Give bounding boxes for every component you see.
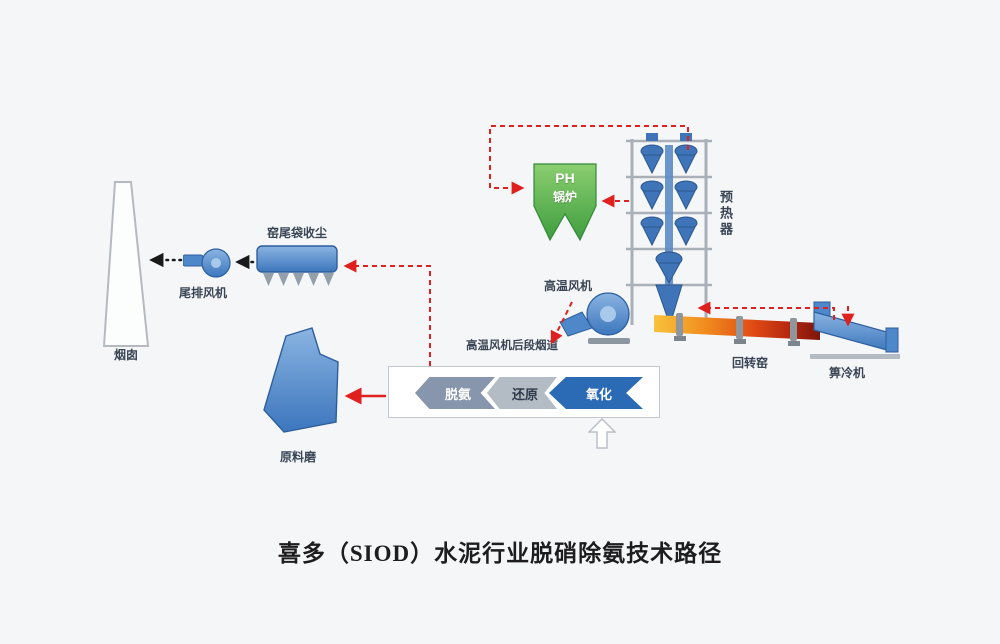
rotary-kiln-label: 回转窑 [731, 356, 768, 370]
up-arrow-icon [588, 418, 616, 449]
bag-filter-label: 窑尾袋收尘 [266, 226, 327, 240]
ph-boiler-line1: PH [555, 170, 575, 186]
arrow-box-to-bagfilter [343, 259, 431, 366]
chimney-label: 烟囱 [113, 348, 138, 362]
step-oxidation: 氧化 [549, 377, 643, 409]
bag-filter-icon [256, 245, 338, 286]
step-reduction: 还原 [487, 377, 557, 409]
ph-boiler-line2: 锅炉 [552, 190, 577, 204]
rotary-kiln-icon [654, 313, 820, 346]
chimney-icon [102, 181, 150, 347]
preheater-label: 预热器 [718, 190, 733, 238]
raw-mill-icon [263, 327, 339, 433]
diagram-title: 喜多（SIOD）水泥行业脱硝除氨技术路径 [277, 541, 723, 566]
process-box: 脱氨 还原 氧化 [388, 366, 660, 418]
tail-fan-icon [183, 248, 231, 278]
step-deamination: 脱氨 [415, 377, 495, 409]
tail-fan-label: 尾排风机 [178, 286, 227, 300]
grate-cooler-icon [810, 301, 900, 359]
flue-duct-label: 高温风机后段烟道 [466, 340, 558, 352]
ht-fan-label: 高温风机 [543, 279, 592, 293]
raw-mill-label: 原料磨 [279, 450, 316, 464]
grate-cooler-label: 箅冷机 [828, 366, 865, 380]
